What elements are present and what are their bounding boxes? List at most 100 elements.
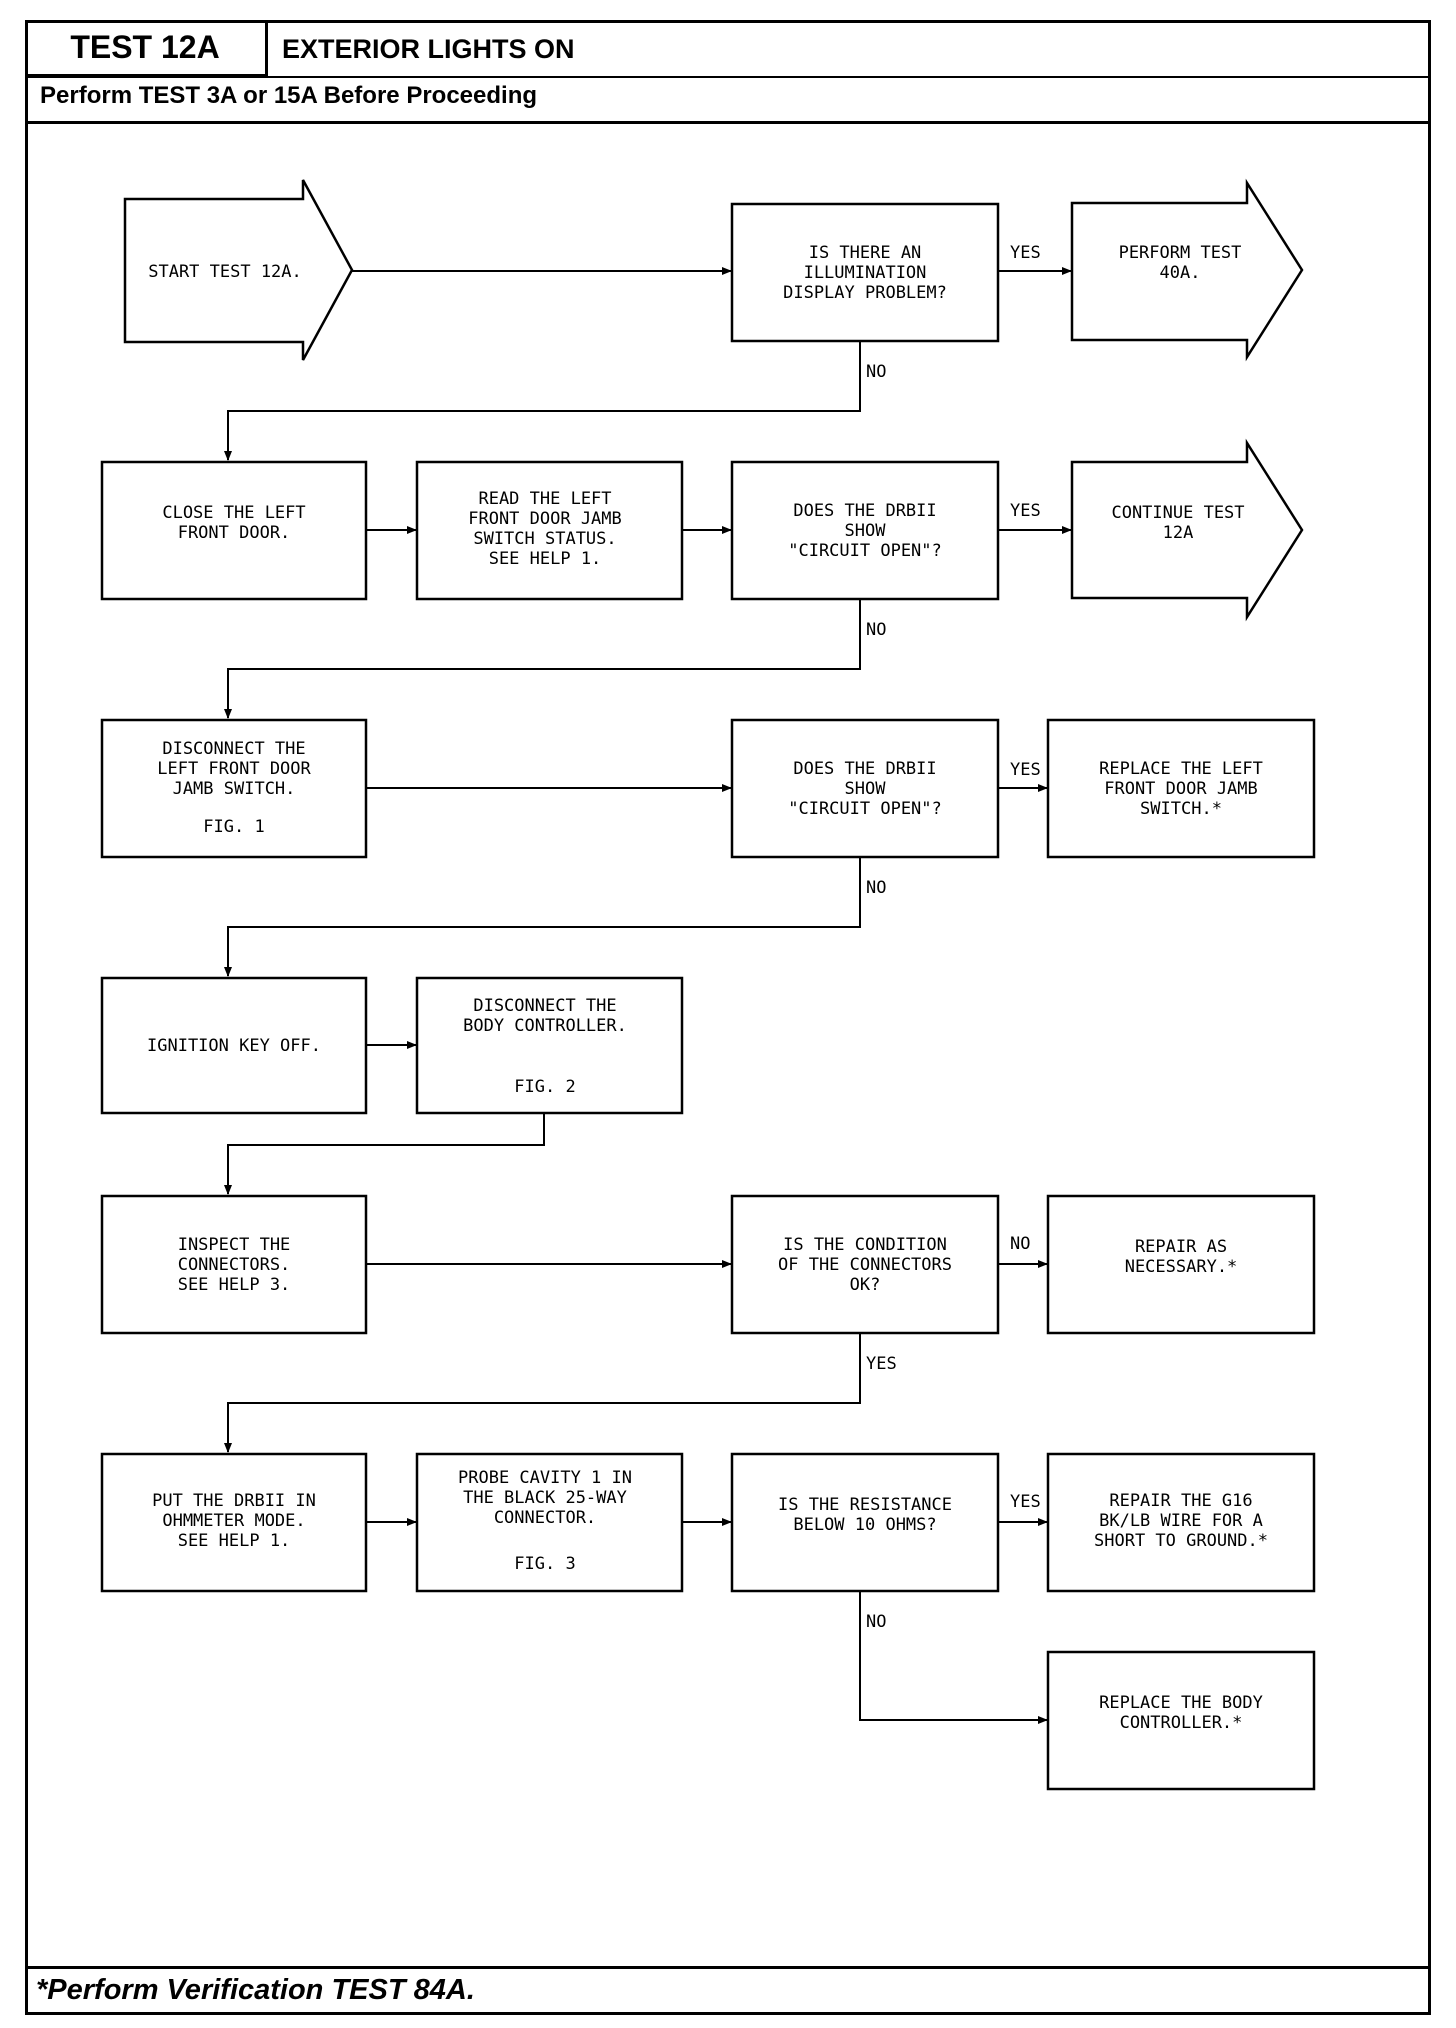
node-text-line: 40A. — [1160, 263, 1201, 283]
ignition-off-node: IGNITION KEY OFF. — [100, 976, 368, 1115]
node-text-line: FRONT DOOR JAMB — [468, 509, 622, 529]
node-text-line: OHMMETER MODE. — [162, 1511, 305, 1531]
edge-circuit-1-no — [224, 599, 861, 719]
node-text-line: SHORT TO GROUND.* — [1094, 1531, 1268, 1551]
edge-resistance-no — [859, 1591, 1048, 1724]
node-text-line: DISCONNECT THE — [162, 739, 305, 759]
node-text-line: IS THERE AN — [809, 243, 922, 263]
node-text-line: NECESSARY.* — [1125, 1257, 1238, 1277]
node-text-line: READ THE LEFT — [478, 489, 611, 509]
node-text-line: BODY CONTROLLER. — [463, 1016, 627, 1036]
edge-illumination-no — [224, 341, 861, 461]
node-text-line: CONNECTOR. — [494, 1508, 596, 1528]
node-text-line: PUT THE DRBII IN — [152, 1491, 316, 1511]
node-text-line: SEE HELP 1. — [178, 1531, 291, 1551]
node-text-line: ILLUMINATION — [804, 263, 927, 283]
prerequisite-note: Perform TEST 3A or 15A Before Proceeding — [40, 82, 538, 109]
node-text-line: IS THE CONDITION — [783, 1235, 947, 1255]
node-text-line: IS THE RESISTANCE — [778, 1495, 952, 1515]
node-text-line: JAMB SWITCH. — [173, 779, 296, 799]
edge-disconnect-to-inspect — [224, 1113, 545, 1195]
node-text-line: SWITCH STATUS. — [473, 529, 616, 549]
node-text-line: REPLACE THE BODY — [1099, 1693, 1263, 1713]
node-text-line: IGNITION KEY OFF. — [147, 1036, 321, 1056]
ignition-off-label: IGNITION KEY OFF. — [147, 1036, 321, 1056]
start-label: START TEST 12A. — [148, 262, 302, 282]
node-text-line: INSPECT THE — [178, 1235, 291, 1255]
yes-label: YES — [1010, 243, 1041, 263]
node-text-line: THE BLACK 25-WAY — [463, 1488, 627, 1508]
node-text-line: DOES THE DRBII — [793, 759, 936, 779]
node-text-line: FRONT DOOR. — [178, 523, 291, 543]
node-text-line: SHOW — [845, 779, 887, 799]
node-text-line: OF THE CONNECTORS — [778, 1255, 952, 1275]
node-text-line: DISPLAY PROBLEM? — [783, 283, 947, 303]
no-label: NO — [1010, 1234, 1030, 1254]
node-text-line: SEE HELP 1. — [489, 549, 602, 569]
test-id: TEST 12A — [25, 20, 268, 77]
fig-3-label: FIG. 3 — [514, 1554, 575, 1574]
yes-label: YES — [1010, 1492, 1041, 1512]
yes-label: YES — [1010, 501, 1041, 521]
start-node: START TEST 12A. — [123, 179, 354, 361]
node-text-line: DOES THE DRBII — [793, 501, 936, 521]
fig-1-label: FIG. 1 — [203, 817, 264, 837]
footer-note: *Perform Verification TEST 84A. — [36, 1974, 475, 2006]
node-text-line: "CIRCUIT OPEN"? — [788, 541, 942, 561]
node-text-line: CONNECTORS. — [178, 1255, 291, 1275]
yes-label: YES — [866, 1354, 897, 1374]
node-text-line: BK/LB WIRE FOR A — [1099, 1511, 1263, 1531]
node-text-line: PROBE CAVITY 1 IN — [458, 1468, 632, 1488]
fig-2-label: FIG. 2 — [514, 1077, 575, 1097]
node-text-line: SWITCH.* — [1140, 799, 1222, 819]
node-text-line: START TEST 12A. — [148, 262, 302, 282]
no-label: NO — [866, 620, 886, 640]
node-text-line: CONTROLLER.* — [1120, 1713, 1243, 1733]
node-text-line: FRONT DOOR JAMB — [1104, 779, 1258, 799]
node-text-line: LEFT FRONT DOOR — [157, 759, 311, 779]
node-text-line: 12A — [1163, 523, 1194, 543]
node-text-line: SHOW — [845, 521, 887, 541]
no-label: NO — [866, 1612, 886, 1632]
yes-label: YES — [1010, 760, 1041, 780]
node-text-line: REPAIR AS — [1135, 1237, 1227, 1257]
node-text-line: BELOW 10 OHMS? — [793, 1515, 936, 1535]
edge-connectors-yes — [224, 1333, 861, 1453]
node-text-line: REPAIR THE G16 — [1109, 1491, 1252, 1511]
node-text-line: REPLACE THE LEFT — [1099, 759, 1263, 779]
edge-circuit-2-no — [224, 857, 861, 977]
test-title: EXTERIOR LIGHTS ON — [282, 34, 575, 64]
node-text-line: DISCONNECT THE — [473, 996, 616, 1016]
